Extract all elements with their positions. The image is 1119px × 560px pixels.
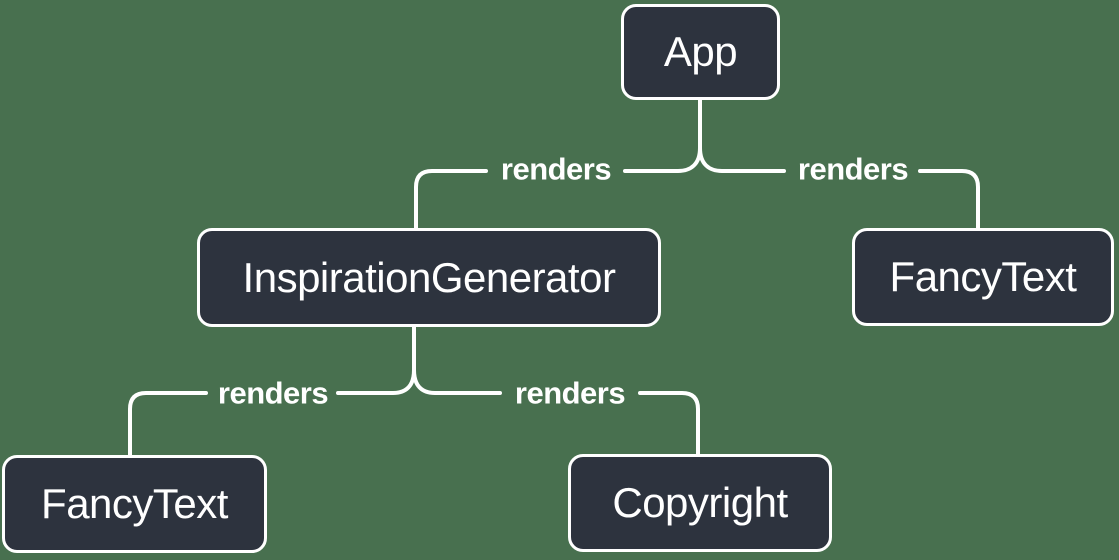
node-app-label: App	[663, 28, 738, 75]
node-fancy-text-bottom: FancyText	[2, 455, 267, 553]
node-inspiration-generator-label: InspirationGenerator	[242, 253, 616, 301]
edge-line-into-fancytext-right	[918, 169, 980, 230]
edge-label-ig-copyright: renders	[514, 375, 626, 411]
node-fancy-text-right: FancyText	[852, 228, 1114, 326]
node-app: App	[621, 4, 780, 100]
edge-line-ig-fancytext	[336, 325, 416, 395]
node-copyright: Copyright	[568, 454, 832, 552]
edge-line-into-inspirationgenerator	[414, 169, 488, 230]
edge-line-into-fancytext-bottom	[128, 391, 208, 457]
node-inspiration-generator: InspirationGenerator	[197, 228, 661, 327]
edge-label-ig-fancytext: renders	[217, 375, 329, 411]
edge-label-app-fancytext: renders	[797, 151, 909, 187]
edge-line-into-copyright	[638, 391, 700, 456]
edge-line-ig-copyright	[412, 368, 502, 395]
node-fancy-text-bottom-label: FancyText	[41, 480, 228, 527]
node-copyright-label: Copyright	[612, 479, 788, 526]
edge-line-app-fancytext	[698, 146, 786, 173]
node-fancy-text-right-label: FancyText	[889, 253, 1077, 300]
edge-line-app-inspirationgenerator	[623, 98, 702, 173]
edge-label-app-inspirationgenerator: renders	[500, 151, 612, 187]
